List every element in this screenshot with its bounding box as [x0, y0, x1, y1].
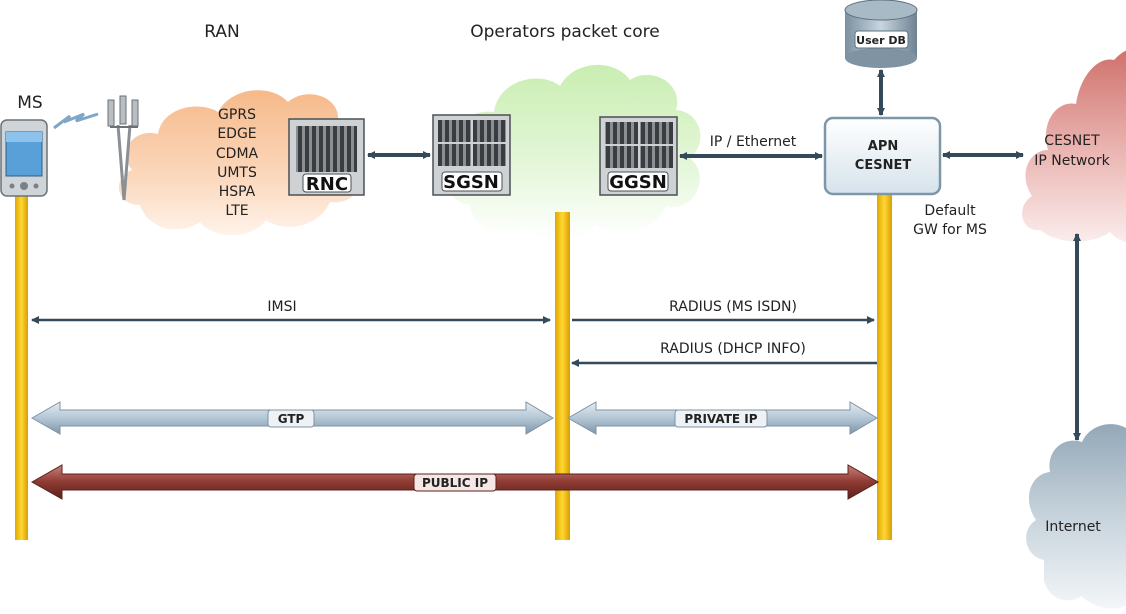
radius-dhcp-flow: RADIUS (DHCP INFO)	[571, 341, 877, 367]
technology-list: GPRS EDGE CDMA UMTS HSPA LTE	[216, 107, 259, 219]
tech-item: LTE	[225, 203, 248, 219]
radius-isdn-label: RADIUS (MS ISDN)	[669, 299, 797, 315]
ran-heading: RAN	[204, 22, 239, 42]
cesnet-cloud	[1022, 50, 1126, 243]
imsi-label: IMSI	[267, 299, 296, 315]
internet-cloud	[1026, 424, 1126, 609]
radius-dhcp-label: RADIUS (DHCP INFO)	[660, 341, 806, 357]
public-ip-label: PUBLIC IP	[422, 476, 488, 490]
core-heading: Operators packet core	[470, 22, 660, 42]
ip-ethernet-label: IP / Ethernet	[710, 134, 797, 150]
radius-isdn-flow: RADIUS (MS ISDN)	[572, 299, 875, 324]
apn-box: APN CESNET	[823, 116, 942, 196]
public-ip-band: PUBLIC IP	[30, 464, 880, 500]
apn-label: APN	[868, 139, 898, 154]
private-ip-label: PRIVATE IP	[684, 412, 757, 426]
cell-tower-icon	[107, 95, 139, 201]
tech-item: CDMA	[216, 146, 259, 162]
cesnet-cloud-label: CESNET	[1044, 133, 1100, 149]
rnc-label: RNC	[306, 174, 348, 195]
user-db-icon: User DB	[844, 0, 918, 68]
default-gw-label: Default	[924, 203, 976, 219]
core-lifeline	[555, 212, 570, 540]
tech-item: HSPA	[219, 184, 256, 200]
default-gw-label-2: GW for MS	[913, 222, 987, 238]
mobile-device-icon	[0, 119, 48, 197]
apn-name-label: CESNET	[855, 158, 912, 173]
cesnet-cloud-label-2: IP Network	[1034, 153, 1110, 169]
imsi-flow: IMSI	[31, 299, 551, 324]
user-db-label: User DB	[856, 34, 906, 47]
top-connectors	[367, 69, 1081, 441]
tech-item: UMTS	[217, 165, 257, 181]
rnc-device: RNC	[288, 118, 365, 196]
ggsn-label: GGSN	[609, 172, 667, 193]
gtp-band: GTP	[30, 401, 554, 435]
gtp-label: GTP	[278, 412, 305, 426]
sgsn-label: SGSN	[443, 172, 499, 193]
ms-label: MS	[17, 93, 42, 113]
ms-lifeline	[15, 195, 28, 540]
sgsn-device: SGSN	[432, 114, 511, 196]
internet-label: Internet	[1045, 519, 1101, 535]
radio-waves-icon	[53, 112, 99, 130]
tech-item: EDGE	[217, 126, 256, 142]
tech-item: GPRS	[218, 107, 256, 123]
private-ip-band: PRIVATE IP	[566, 401, 878, 435]
apn-lifeline	[877, 192, 892, 540]
ggsn-device: GGSN	[599, 116, 678, 196]
